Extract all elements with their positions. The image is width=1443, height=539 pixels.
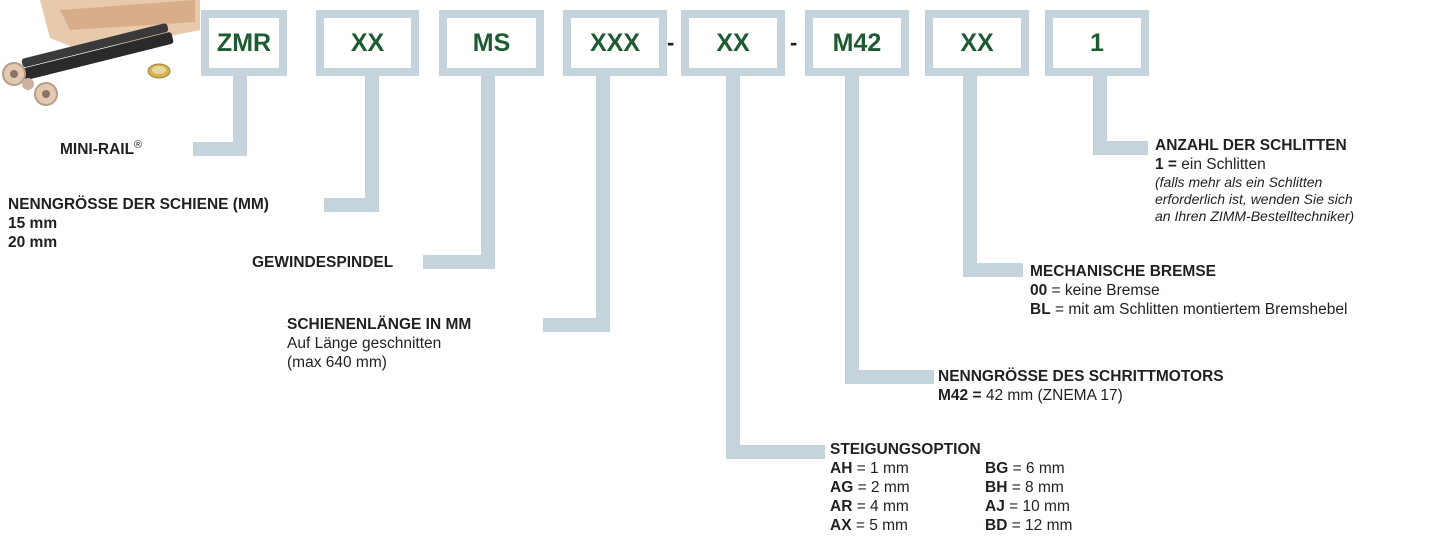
pitch-option: AH = 1 mm <box>830 460 909 477</box>
carriages-note: erforderlich ist, wenden Sie sich <box>1155 191 1353 207</box>
label-spindle: GEWINDESPINDEL <box>252 253 393 272</box>
connector-zmr-horizontal <box>193 142 247 156</box>
pitch-option: AX = 5 mm <box>830 517 908 534</box>
carriages-note: an Ihren ZIMM-Bestelltechniker) <box>1155 208 1355 224</box>
pitch-option: BG = 6 mm <box>985 460 1065 477</box>
connector-ms-vertical <box>481 76 495 269</box>
label-motor-title: NENNGRÖSSE DES SCHRITTMOTORS <box>938 368 1224 385</box>
connector-motor-vertical <box>845 76 859 384</box>
label-spindle-title: GEWINDESPINDEL <box>252 254 394 271</box>
brake-option: BL = mit am Schlitten montiertem Bremshe… <box>1030 301 1348 318</box>
pitch-option: BD = 12 mm <box>985 517 1073 534</box>
label-carriages: ANZAHL DER SCHLITTEN 1 = ein Schlitten (… <box>1155 136 1354 225</box>
label-mini-rail-title: MINI-RAIL <box>60 141 135 159</box>
connector-size-vertical <box>365 76 379 212</box>
code-box-carriages: 1 <box>1045 10 1149 76</box>
connector-length-vertical <box>596 76 610 332</box>
rail-size-option: 15 mm <box>8 215 58 232</box>
mini-rail-product-image <box>2 0 200 106</box>
carriages-note: (falls mehr als ein Schlitten <box>1155 174 1323 190</box>
connector-size-horizontal <box>324 198 379 212</box>
label-rail-size-title: NENNGRÖSSE DER SCHIENE (MM) <box>8 196 269 213</box>
code-box-length: XXX <box>563 10 667 76</box>
connector-pitch-vertical <box>726 76 740 459</box>
code-box-ms: MS <box>439 10 544 76</box>
label-rail-length-title: SCHIENENLÄNGE IN MM <box>287 316 472 333</box>
label-carriages-title: ANZAHL DER SCHLITTEN <box>1155 137 1347 154</box>
brake-option: 00 = keine Bremse <box>1030 282 1160 299</box>
carriages-option: 1 = ein Schlitten <box>1155 156 1266 173</box>
separator-dash: - <box>667 30 675 55</box>
code-box-size: XX <box>316 10 419 76</box>
pitch-option: AJ = 10 mm <box>985 498 1070 515</box>
connector-brake-horizontal <box>963 263 1023 277</box>
code-box-pitch: XX <box>681 10 785 76</box>
separator-dash: - <box>790 30 798 55</box>
rail-length-note: (max 640 mm) <box>287 354 387 371</box>
motor-option: M42 = 42 mm (ZNEMA 17) <box>938 387 1123 404</box>
connector-carriages-horizontal <box>1093 141 1148 155</box>
label-rail-size: NENNGRÖSSE DER SCHIENE (MM) 15 mm 20 mm <box>8 195 269 252</box>
label-rail-length: SCHIENENLÄNGE IN MM Auf Länge geschnitte… <box>287 315 471 372</box>
pitch-options-grid: AH = 1 mm BG = 6 mm AG = 2 mm BH = 8 mm … <box>830 459 1105 535</box>
label-brake-title: MECHANISCHE BREMSE <box>1030 263 1217 280</box>
rail-size-option: 20 mm <box>8 234 58 251</box>
connector-ms-horizontal <box>423 255 495 269</box>
connector-carriages-vertical <box>1093 76 1107 155</box>
label-brake: MECHANISCHE BREMSE 00 = keine Bremse BL … <box>1030 262 1347 319</box>
pitch-option: AG = 2 mm <box>830 479 910 496</box>
connector-length-horizontal <box>543 318 610 332</box>
connector-motor-horizontal <box>845 370 934 384</box>
label-mini-rail: MINI-RAIL® <box>60 136 142 159</box>
label-motor-size: NENNGRÖSSE DES SCHRITTMOTORS M42 = 42 mm… <box>938 367 1224 405</box>
label-pitch-title: STEIGUNGSOPTION <box>830 441 981 458</box>
label-pitch-option: STEIGUNGSOPTION AH = 1 mm BG = 6 mm AG =… <box>830 440 1105 535</box>
connector-brake-vertical <box>963 76 977 277</box>
connector-zmr-vertical <box>233 76 247 156</box>
pitch-option: BH = 8 mm <box>985 479 1064 496</box>
rail-length-note: Auf Länge geschnitten <box>287 335 442 352</box>
code-box-brake: XX <box>925 10 1029 76</box>
code-box-zmr: ZMR <box>201 10 287 76</box>
pitch-option: AR = 4 mm <box>830 498 909 515</box>
registered-mark: ® <box>134 139 143 151</box>
code-box-motor: M42 <box>805 10 909 76</box>
connector-pitch-horizontal <box>726 445 825 459</box>
